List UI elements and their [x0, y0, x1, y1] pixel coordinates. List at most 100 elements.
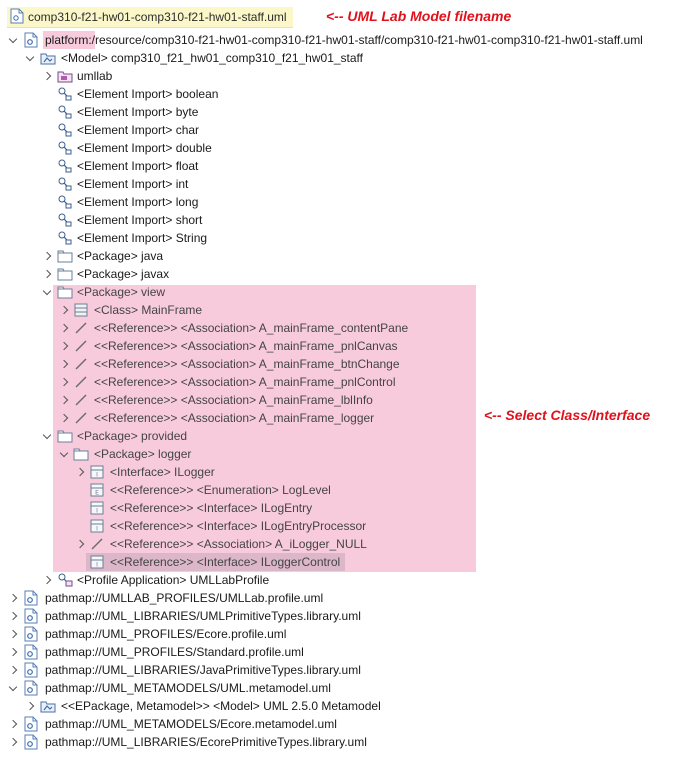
svg-text:I: I — [96, 526, 98, 533]
tree-label: <<Reference>> <Association> A_iLogger_NU… — [110, 537, 367, 551]
expand-arrow[interactable] — [7, 733, 19, 751]
tree-row-package-view[interactable]: <Package> view — [0, 283, 692, 301]
association-icon — [73, 409, 89, 427]
tree-row-assoc-btnchange[interactable]: <<Reference>> <Association> A_mainFrame_… — [0, 355, 692, 373]
tree-row-import-long[interactable]: <Element Import> long — [0, 193, 692, 211]
tree-row-import-byte[interactable]: <Element Import> byte — [0, 103, 692, 121]
tree-label: <<Reference>> <Association> A_mainFrame_… — [94, 411, 375, 425]
tree-label: <Package> logger — [94, 447, 192, 461]
tree-label: pathmap://UML_LIBRARIES/JavaPrimitiveTyp… — [45, 663, 361, 677]
tree-row-package-java[interactable]: <Package> java — [0, 247, 692, 265]
tree-row-import-float[interactable]: <Element Import> float — [0, 157, 692, 175]
element-import-icon — [57, 193, 73, 211]
tree-label: pathmap://UML_LIBRARIES/UMLPrimitiveType… — [45, 609, 361, 623]
tree-row-assoc-ilogger-null[interactable]: <<Reference>> <Association> A_iLogger_NU… — [0, 535, 692, 553]
tree-row-assoc-pnlcontrol[interactable]: <<Reference>> <Association> A_mainFrame_… — [0, 373, 692, 391]
expand-arrow[interactable] — [7, 643, 19, 661]
tree-row-import-int[interactable]: <Element Import> int — [0, 175, 692, 193]
collapse-arrow[interactable] — [7, 31, 19, 49]
element-import-icon — [57, 139, 73, 157]
tree-row-interface-ilogger[interactable]: I <Interface> ILogger — [0, 463, 692, 481]
tree-row-pathmap-ecoreprimitivetypes[interactable]: pathmap://UML_LIBRARIES/EcorePrimitiveTy… — [0, 733, 692, 751]
association-icon — [73, 337, 89, 355]
package-icon — [57, 265, 73, 283]
profile-application-icon — [57, 571, 73, 589]
tree-row-assoc-pnlcanvas[interactable]: <<Reference>> <Association> A_mainFrame_… — [0, 337, 692, 355]
tree-row-root[interactable]: platform:/resource/comp310-f21-hw01-comp… — [0, 31, 692, 49]
tree-row-umllab[interactable]: umllab — [0, 67, 692, 85]
tree-row-package-provided[interactable]: <Package> provided — [0, 427, 692, 445]
expand-arrow[interactable] — [24, 697, 36, 715]
tree-row-uml-metamodel-model[interactable]: <<EPackage, Metamodel>> <Model> UML 2.5.… — [0, 697, 692, 715]
package-icon — [57, 427, 73, 445]
expand-arrow[interactable] — [7, 625, 19, 643]
editor-tab[interactable]: comp310-f21-hw01-comp310-f21-hw01-staff.… — [7, 7, 293, 28]
tree-label: <Package> provided — [77, 429, 188, 443]
expand-arrow[interactable] — [58, 409, 70, 427]
tree-label: pathmap://UML_METAMODELS/Ecore.metamodel… — [45, 717, 337, 731]
tree-row-import-char[interactable]: <Element Import> char — [0, 121, 692, 139]
tree-row-profile-application[interactable]: <Profile Application> UMLLabProfile — [0, 571, 692, 589]
expand-arrow[interactable] — [58, 373, 70, 391]
tree-row-enum-loglevel[interactable]: E <<Reference>> <Enumeration> LogLevel — [0, 481, 692, 499]
package-icon — [57, 247, 73, 265]
tree-row-assoc-logger[interactable]: <<Reference>> <Association> A_mainFrame_… — [0, 409, 692, 427]
expand-arrow[interactable] — [41, 571, 53, 589]
tree-label: platform:/resource/comp310-f21-hw01-comp… — [45, 33, 643, 47]
expand-arrow[interactable] — [58, 337, 70, 355]
filename-annotation: <-- UML Lab Model filename — [326, 8, 512, 24]
tree-row-interface-iloggercontrol[interactable]: I <<Reference>> <Interface> ILoggerContr… — [0, 553, 692, 571]
expand-arrow[interactable] — [41, 67, 53, 85]
tree-row-pathmap-uml-metamodel[interactable]: pathmap://UML_METAMODELS/UML.metamodel.u… — [0, 679, 692, 697]
tree-row-pathmap-ecore-profile[interactable]: pathmap://UML_PROFILES/Ecore.profile.uml — [0, 625, 692, 643]
tree-row-import-double[interactable]: <Element Import> double — [0, 139, 692, 157]
expand-arrow[interactable] — [58, 301, 70, 319]
tree-row-pathmap-umllab-profile[interactable]: pathmap://UMLLAB_PROFILES/UMLLab.profile… — [0, 589, 692, 607]
collapse-arrow[interactable] — [41, 283, 53, 301]
expand-arrow[interactable] — [58, 391, 70, 409]
profile-icon — [57, 67, 73, 85]
expand-arrow[interactable] — [7, 661, 19, 679]
tree-row-interface-ilogentryprocessor[interactable]: I <<Reference>> <Interface> ILogEntryPro… — [0, 517, 692, 535]
tree-row-assoc-contentpane[interactable]: <<Reference>> <Association> A_mainFrame_… — [0, 319, 692, 337]
expand-arrow[interactable] — [41, 265, 53, 283]
tree-row-import-short[interactable]: <Element Import> short — [0, 211, 692, 229]
tree-row-import-string[interactable]: <Element Import> String — [0, 229, 692, 247]
tree-row-pathmap-ecore-metamodel[interactable]: pathmap://UML_METAMODELS/Ecore.metamodel… — [0, 715, 692, 733]
tree-row-assoc-lblinfo[interactable]: <<Reference>> <Association> A_mainFrame_… — [0, 391, 692, 409]
tree-label: <Package> java — [77, 249, 164, 263]
tree-row-import-boolean[interactable]: <Element Import> boolean — [0, 85, 692, 103]
expand-arrow[interactable] — [41, 247, 53, 265]
tree-row-class-mainframe[interactable]: <Class> MainFrame — [0, 301, 692, 319]
expand-arrow[interactable] — [58, 355, 70, 373]
collapse-arrow[interactable] — [41, 427, 53, 445]
model-icon — [40, 49, 56, 67]
tree-row-package-logger[interactable]: <Package> logger — [0, 445, 692, 463]
expand-arrow[interactable] — [7, 589, 19, 607]
element-import-icon — [57, 157, 73, 175]
select-annotation: <-- Select Class/Interface — [484, 407, 651, 423]
element-import-icon — [57, 175, 73, 193]
expand-arrow[interactable] — [58, 319, 70, 337]
model-tree[interactable]: platform:/resource/comp310-f21-hw01-comp… — [0, 31, 692, 751]
element-import-icon — [57, 103, 73, 121]
expand-arrow[interactable] — [7, 607, 19, 625]
tree-label: <<Reference>> <Association> A_mainFrame_… — [94, 321, 409, 335]
expand-arrow[interactable] — [74, 535, 86, 553]
expand-arrow[interactable] — [7, 715, 19, 733]
tree-row-pathmap-standard-profile[interactable]: pathmap://UML_PROFILES/Standard.profile.… — [0, 643, 692, 661]
collapse-arrow[interactable] — [24, 49, 36, 67]
tab-filename: comp310-f21-hw01-comp310-f21-hw01-staff.… — [28, 10, 287, 24]
tree-row-pathmap-umlprimitivetypes[interactable]: pathmap://UML_LIBRARIES/UMLPrimitiveType… — [0, 607, 692, 625]
tree-row-model[interactable]: <Model> comp310_f21_hw01_comp310_f21_hw0… — [0, 49, 692, 67]
tree-label: <Element Import> String — [77, 231, 208, 245]
collapse-arrow[interactable] — [7, 679, 19, 697]
tree-label: <<Reference>> <Interface> ILogEntry — [110, 501, 313, 515]
expand-arrow[interactable] — [74, 463, 86, 481]
tree-row-interface-ilogentry[interactable]: I <<Reference>> <Interface> ILogEntry — [0, 499, 692, 517]
uml-resource-icon — [23, 625, 39, 643]
collapse-arrow[interactable] — [58, 445, 70, 463]
tree-row-pathmap-javaprimitivetypes[interactable]: pathmap://UML_LIBRARIES/JavaPrimitiveTyp… — [0, 661, 692, 679]
tree-row-package-javax[interactable]: <Package> javax — [0, 265, 692, 283]
tree-label: <<Reference>> <Interface> ILogEntryProce… — [110, 519, 367, 533]
